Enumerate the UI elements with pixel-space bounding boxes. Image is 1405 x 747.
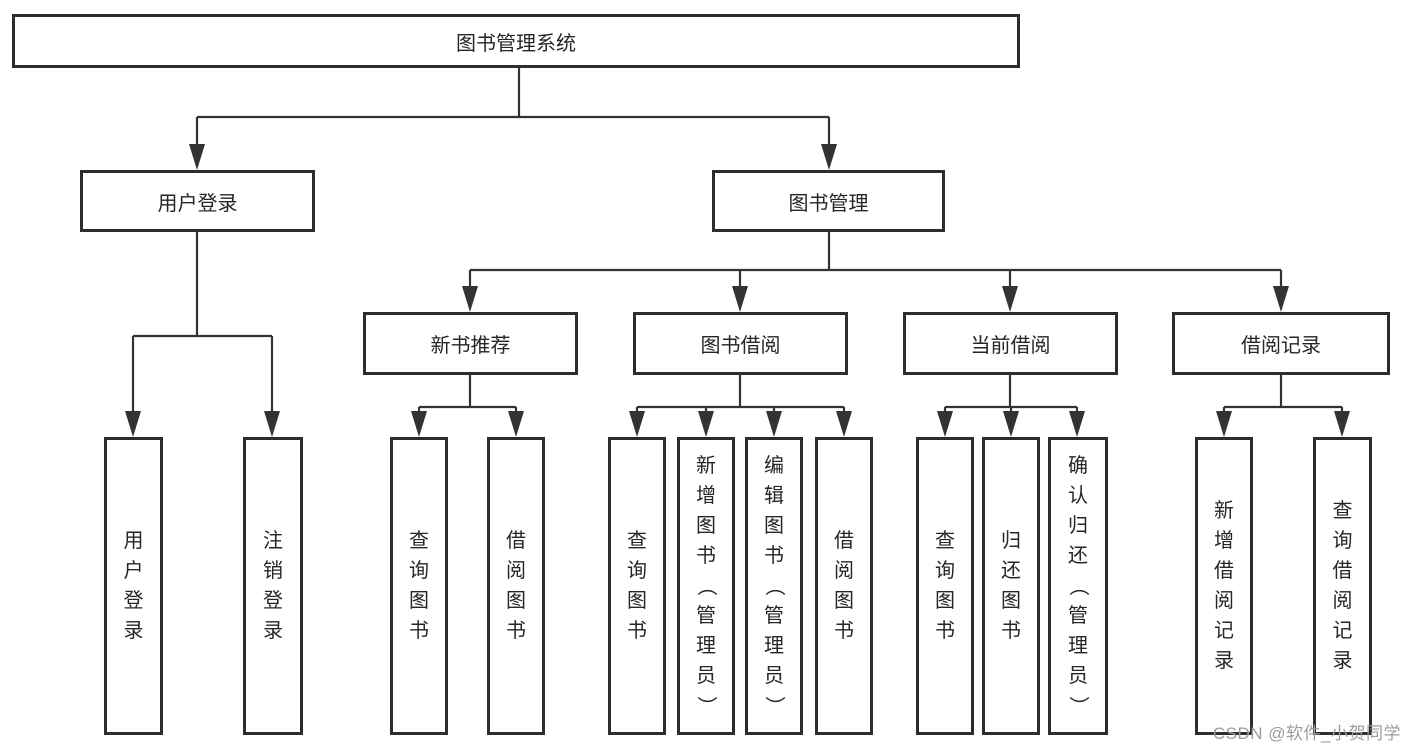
connector-borrow-records-to-leaves	[1216, 375, 1350, 437]
leaf-records-add-record: 新增借阅记录	[1195, 437, 1253, 735]
leaf-current-confirm-return-admin: 确认归还（管理员）	[1048, 437, 1108, 735]
leaf-borrow-add-book-admin: 新增图书（管理员）	[677, 437, 735, 735]
leaf-newbook-query-book: 查询图书	[390, 437, 448, 735]
csdn-watermark: CSDN @软件_小贺同学	[1212, 724, 1401, 743]
leaf-user-login: 用户登录	[104, 437, 163, 735]
node-user-login-label: 用户登录	[157, 192, 238, 215]
connector-book-borrow-to-leaves	[629, 375, 852, 437]
leaf-borrow-query-book: 查询图书	[608, 437, 666, 735]
leaf-records-query-record: 查询借阅记录	[1313, 437, 1372, 735]
leaf-current-query-book: 查询图书	[916, 437, 974, 735]
node-book-management-label: 图书管理	[788, 192, 869, 215]
leaf-borrow-borrow-book: 借阅图书	[815, 437, 873, 735]
connector-book-management-to-level3	[462, 232, 1289, 312]
node-book-borrow-label: 图书借阅	[700, 335, 781, 357]
leaf-logout: 注销登录	[243, 437, 303, 735]
connector-user-login-to-leaves	[125, 232, 280, 437]
node-current-borrow-label: 当前借阅	[970, 335, 1051, 357]
node-current-borrow: 当前借阅	[903, 312, 1118, 375]
node-user-login: 用户登录	[80, 170, 315, 232]
node-book-management: 图书管理	[712, 170, 945, 232]
node-borrow-records: 借阅记录	[1172, 312, 1390, 375]
node-root-system: 图书管理系统	[12, 14, 1020, 68]
leaf-borrow-edit-book-admin: 编辑图书（管理员）	[745, 437, 803, 735]
connector-new-book-recommend-to-leaves	[411, 375, 524, 437]
node-root-label: 图书管理系统	[456, 32, 576, 55]
node-new-book-recommend: 新书推荐	[363, 312, 578, 375]
leaf-newbook-borrow-book: 借阅图书	[487, 437, 545, 735]
connector-root-to-level2	[189, 68, 837, 170]
leaf-current-return-book: 归还图书	[982, 437, 1040, 735]
connector-current-borrow-to-leaves	[937, 375, 1085, 437]
node-book-borrow: 图书借阅	[633, 312, 848, 375]
node-borrow-records-label: 借阅记录	[1241, 335, 1321, 357]
node-new-book-recommend-label: 新书推荐	[430, 335, 511, 357]
